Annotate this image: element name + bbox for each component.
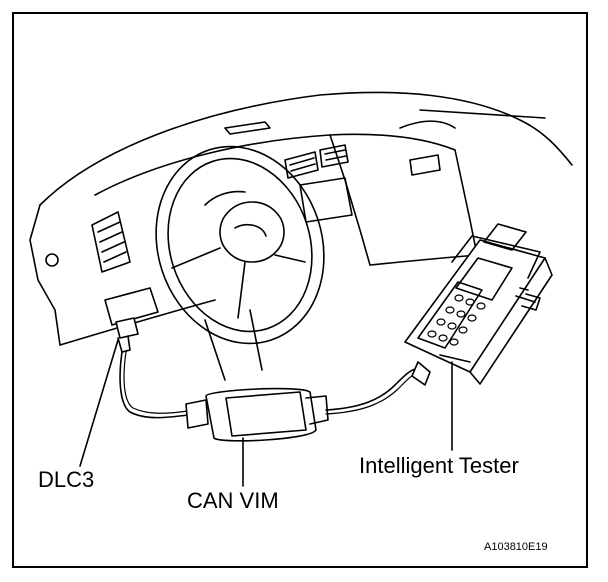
center-vents (284, 144, 441, 223)
can-vim-module (185, 387, 329, 442)
figure-frame (12, 12, 588, 568)
left-air-vent (91, 211, 131, 273)
can-vim-label: CAN VIM (187, 488, 279, 513)
cable-dlc3-canvim (119, 351, 189, 419)
steering-column (204, 309, 263, 381)
dlc3-connector (115, 317, 139, 353)
intelligent-tester (404, 223, 553, 386)
side-panel (45, 253, 159, 326)
leader-line-dlc3 (79, 339, 119, 467)
cable-canvim-tester (325, 367, 419, 411)
steering-wheel (155, 145, 325, 345)
figure-code: A103810E19 (484, 541, 548, 553)
intelligent-tester-label: Intelligent Tester (359, 453, 519, 478)
dlc3-label: DLC3 (38, 467, 95, 492)
